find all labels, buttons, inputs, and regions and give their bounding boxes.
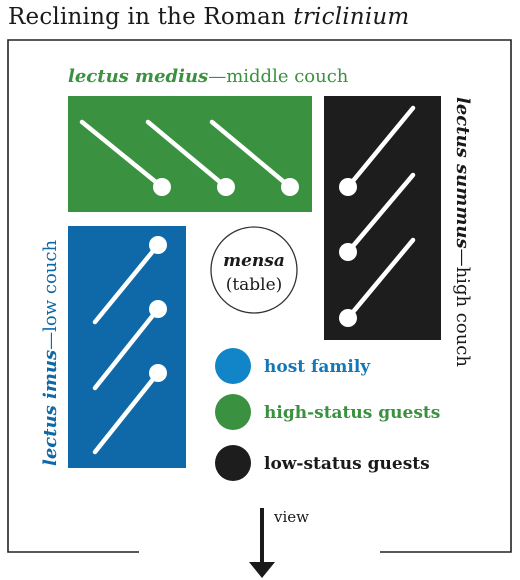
legend-swatch [215, 445, 251, 481]
legend-item-high: high-status guests [215, 394, 440, 430]
diner-head [339, 243, 357, 261]
diner-head [149, 364, 167, 382]
arrow-head-icon [249, 562, 275, 578]
legend-label: low-status guests [264, 454, 430, 474]
couch-imus [68, 226, 186, 468]
page-title: Reclining in the Roman triclinium [8, 4, 409, 30]
diner-line [145, 119, 229, 190]
label-medius-name: lectus medius [68, 66, 208, 87]
label-medius-desc: —middle couch [208, 66, 349, 87]
view-arrow: view [249, 508, 309, 578]
mensa-desc: (table) [226, 275, 283, 295]
legend-label: high-status guests [264, 403, 440, 423]
legend-item-low: low-status guests [215, 445, 430, 481]
diner-line [92, 242, 161, 325]
diner-head [149, 300, 167, 318]
label-summus-name: lectus summus [452, 97, 473, 249]
couch-medius [68, 96, 312, 212]
diner-line [79, 119, 165, 190]
title-text: Reclining in the Roman [8, 4, 294, 30]
label-imus: lectus imus—low couch [40, 240, 61, 466]
couch-summus [324, 96, 441, 340]
label-imus-desc: —low couch [40, 240, 61, 350]
legend: host family high-status guests low-statu… [215, 348, 440, 481]
diner-head [281, 178, 299, 196]
diner-head [339, 309, 357, 327]
legend-swatch [215, 394, 251, 430]
label-summus: lectus summus—high couch [452, 97, 473, 367]
label-medius: lectus medius—middle couch [68, 66, 349, 87]
diner-head [339, 178, 357, 196]
diner-line [92, 306, 161, 391]
legend-label: host family [264, 357, 371, 377]
diner-line [345, 172, 416, 255]
diner-line [345, 237, 416, 321]
diner-head [217, 178, 235, 196]
view-label: view [273, 508, 309, 526]
diner-line [92, 370, 161, 455]
diner-head [149, 236, 167, 254]
legend-item-host: host family [215, 348, 371, 384]
label-summus-desc: —high couch [452, 249, 473, 368]
diner-head [153, 178, 171, 196]
title-emphasis: triclinium [293, 4, 410, 30]
legend-swatch [215, 348, 251, 384]
mensa-table: mensa (table) [210, 226, 298, 314]
couch-summus-body [324, 96, 441, 340]
mensa-circle [210, 226, 298, 314]
diner-line [345, 105, 416, 190]
room-wall [7, 39, 512, 553]
diner-line [209, 119, 293, 190]
mensa-name: mensa [223, 251, 285, 271]
couch-medius-body [68, 96, 312, 212]
label-imus-name: lectus imus [40, 350, 61, 466]
